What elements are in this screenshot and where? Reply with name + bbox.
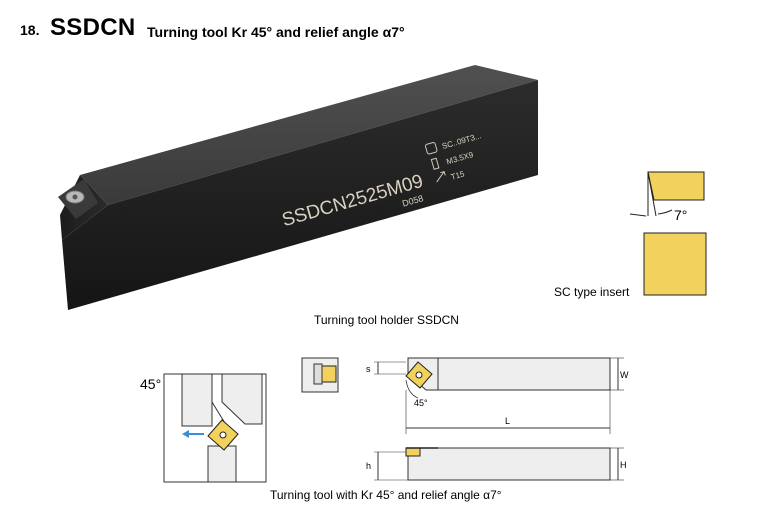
- insert-side-shape: [647, 171, 705, 201]
- insert-spec-icon: [424, 142, 438, 155]
- dim-s-label: s: [366, 364, 371, 374]
- relief-line: [647, 171, 657, 217]
- shank-top: [437, 357, 611, 391]
- end-view-insert: [321, 365, 337, 383]
- angle-arrow-left: [629, 213, 647, 217]
- insert-caption: SC type insert: [554, 285, 630, 299]
- shank-side: [407, 447, 611, 481]
- product-code: SSDCN: [50, 14, 136, 41]
- insert-top-view: [643, 232, 707, 296]
- end-view-seat: [313, 363, 323, 385]
- insert-hole: [219, 431, 227, 439]
- holder-end-view: [301, 357, 339, 393]
- holder-top-face: [80, 65, 538, 205]
- insert-top-hole: [415, 371, 423, 379]
- product-description: Turning tool Kr 45° and relief angle α7°: [147, 24, 405, 40]
- spec-key: T15: [450, 169, 466, 182]
- angle-arc: [405, 379, 419, 399]
- insert-side-view: 7°: [629, 171, 705, 223]
- approach-angle-label: 45°: [140, 376, 162, 392]
- dim-H-label: H: [620, 460, 627, 470]
- section-number: 18.: [20, 22, 40, 38]
- holder-front-face: [62, 80, 538, 310]
- holder-caption: Turning tool holder SSDCN: [314, 313, 459, 327]
- side-view-drawing: h H: [366, 447, 627, 481]
- screw-icon: [72, 194, 78, 200]
- feed-arrow-icon: [182, 430, 189, 438]
- angle-arrow-right: [657, 209, 673, 215]
- workpiece-left: [181, 373, 213, 427]
- insert-side: [405, 447, 421, 457]
- approach-angle-diagram: [163, 373, 267, 483]
- dim-l-label: L: [505, 416, 510, 426]
- dim-h-label: h: [366, 461, 371, 471]
- dim-w-label: W: [620, 370, 629, 380]
- screw-spec-icon: [430, 157, 440, 170]
- tool-shank: [207, 445, 237, 483]
- tool-holder-photo: SSDCN2525M09 D058 SC..09T3... M3.5X9 T15: [58, 65, 538, 310]
- relief-angle-label: 7°: [674, 207, 687, 223]
- workpiece-right: [221, 373, 263, 425]
- key-spec-icon: [436, 170, 446, 183]
- top-angle-label: 45°: [414, 398, 428, 408]
- diagram-caption: Turning tool with Kr 45° and relief angl…: [270, 488, 502, 502]
- insert-square: [643, 232, 707, 296]
- top-view-drawing: s W 45° L: [366, 357, 629, 434]
